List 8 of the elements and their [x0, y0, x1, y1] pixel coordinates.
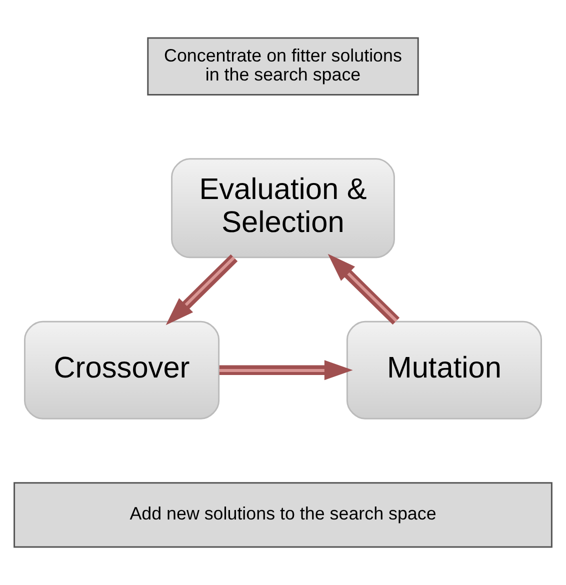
arrow	[219, 360, 353, 380]
node-box: Evaluation & Selection	[171, 158, 395, 258]
arrow	[166, 254, 238, 326]
arrow	[328, 254, 400, 325]
node-box: Add new solutions to the search space	[14, 482, 552, 548]
node-box: Concentrate on fitter solutions in the search space	[147, 37, 419, 96]
node-box: Crossover	[24, 320, 220, 420]
node-box: Mutation	[346, 320, 542, 420]
